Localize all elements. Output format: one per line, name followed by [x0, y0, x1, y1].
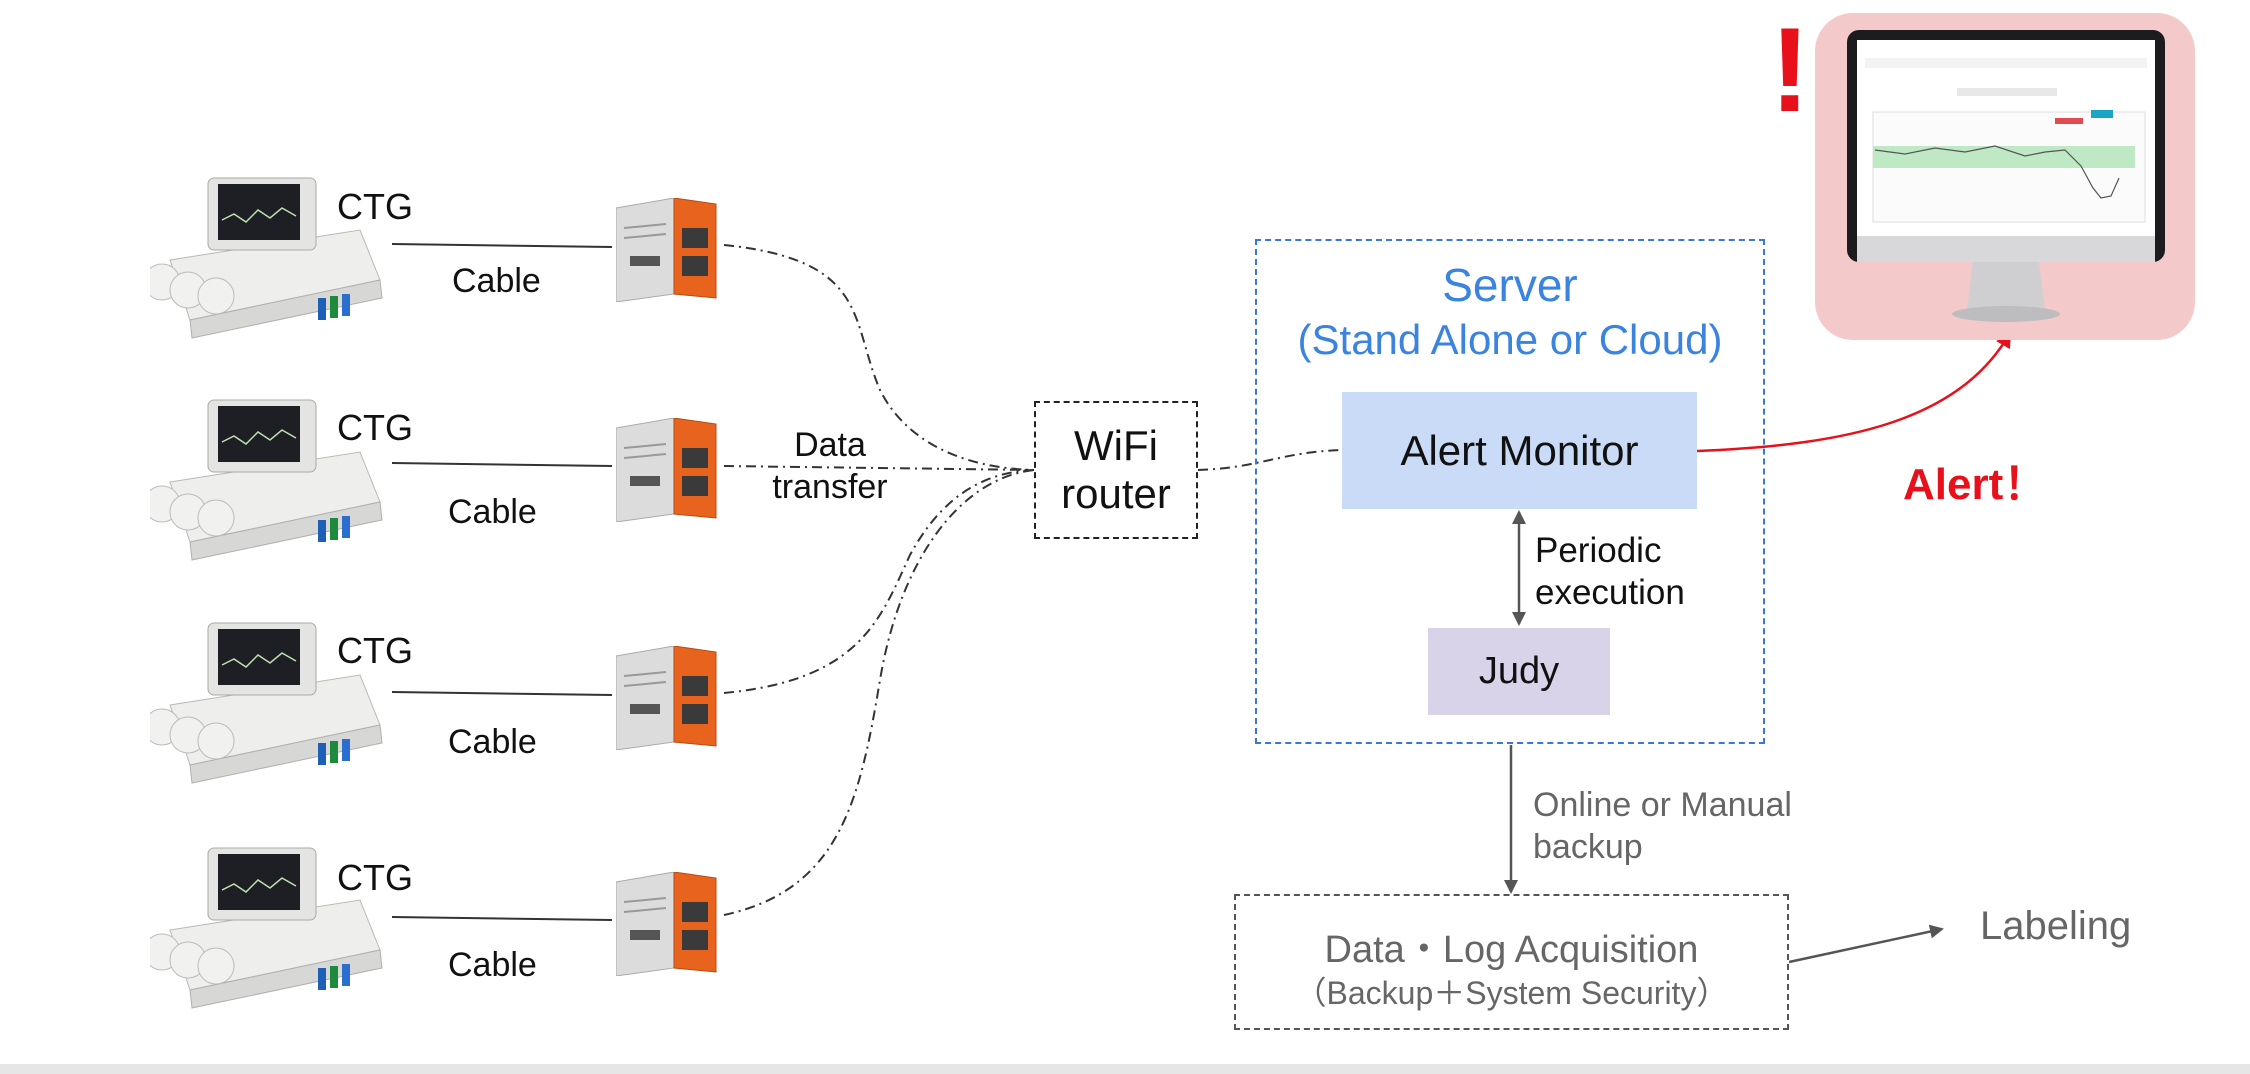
server-box [1255, 239, 1765, 744]
periodic-line-2: execution [1535, 573, 1685, 612]
alert-arrow [1696, 331, 2012, 453]
data-transfer-line-1: Data [794, 426, 866, 464]
cable-label-3: Cable [448, 723, 537, 761]
converter-icon [615, 871, 717, 977]
cable-label-1: Cable [452, 262, 541, 300]
cable-line-1 [391, 243, 613, 248]
labeling-arrow [1788, 924, 1944, 964]
ctg-label-2: CTG [337, 407, 413, 448]
ctg-machine-icon [143, 622, 383, 784]
ctg-label-1: CTG [337, 186, 413, 227]
backup-line-2: backup [1533, 828, 1643, 866]
ctg-device-1 [143, 170, 390, 350]
converter-icon [615, 645, 717, 751]
judy-box: Judy [1428, 628, 1610, 715]
converter-box-2 [615, 417, 724, 523]
exclamation-mark: ! [1770, 3, 1810, 137]
ctg-machine-icon [143, 847, 383, 1009]
backup-line-1: Online or Manual [1533, 786, 1792, 824]
ctg-machine-icon [143, 399, 383, 561]
computer-monitor [1845, 28, 2167, 328]
periodic-execution-label: Periodic execution [1535, 530, 1685, 614]
data-link-1 [723, 244, 1035, 471]
ctg-machine-icon [143, 177, 383, 339]
cable-label-2: Cable [448, 493, 537, 531]
data-link-2 [723, 465, 1035, 471]
acquisition-subtitle: （Backup＋System Security） [1294, 975, 1729, 1011]
wifi-label-line-1: WiFi [1074, 422, 1158, 469]
server-subtitle: (Stand Alone or Cloud) [1297, 316, 1723, 363]
acquisition-title: Data・Log Acquisition [1324, 929, 1699, 971]
cable-line-2 [391, 462, 613, 467]
backup-label: Online or Manual backup [1533, 784, 1792, 868]
alert-monitor-box: Alert Monitor [1342, 392, 1697, 509]
data-link-3 [723, 469, 1035, 694]
monitor-icon [1847, 30, 2165, 322]
converter-icon [615, 197, 717, 303]
ctg-label-4: CTG [337, 857, 413, 898]
ctg-device-4 [143, 840, 390, 1020]
labeling-label: Labeling [1980, 904, 2132, 948]
converter-box-4 [615, 871, 724, 977]
bottom-bar [0, 1064, 2250, 1074]
data-transfer-label: Data transfer [760, 424, 900, 508]
ctg-label-3: CTG [337, 630, 413, 671]
ctg-device-3 [143, 615, 390, 795]
data-link-4 [723, 469, 1035, 916]
alert-label: Alert！ [1903, 460, 2048, 509]
converter-icon [615, 417, 717, 523]
ctg-device-2 [143, 392, 390, 572]
data-acquisition-box [1234, 894, 1789, 1030]
wifi-router-box: WiFi router [1034, 401, 1198, 539]
converter-box-1 [615, 197, 724, 303]
cable-line-3 [391, 691, 613, 696]
periodic-line-1: Periodic [1535, 531, 1662, 570]
data-transfer-line-2: transfer [772, 468, 888, 506]
cable-label-4: Cable [448, 946, 537, 984]
data-link-server [1197, 449, 1343, 471]
cable-line-4 [391, 916, 613, 921]
wifi-label-line-2: router [1061, 470, 1171, 517]
converter-box-3 [615, 645, 724, 751]
server-title: Server [1442, 259, 1578, 311]
